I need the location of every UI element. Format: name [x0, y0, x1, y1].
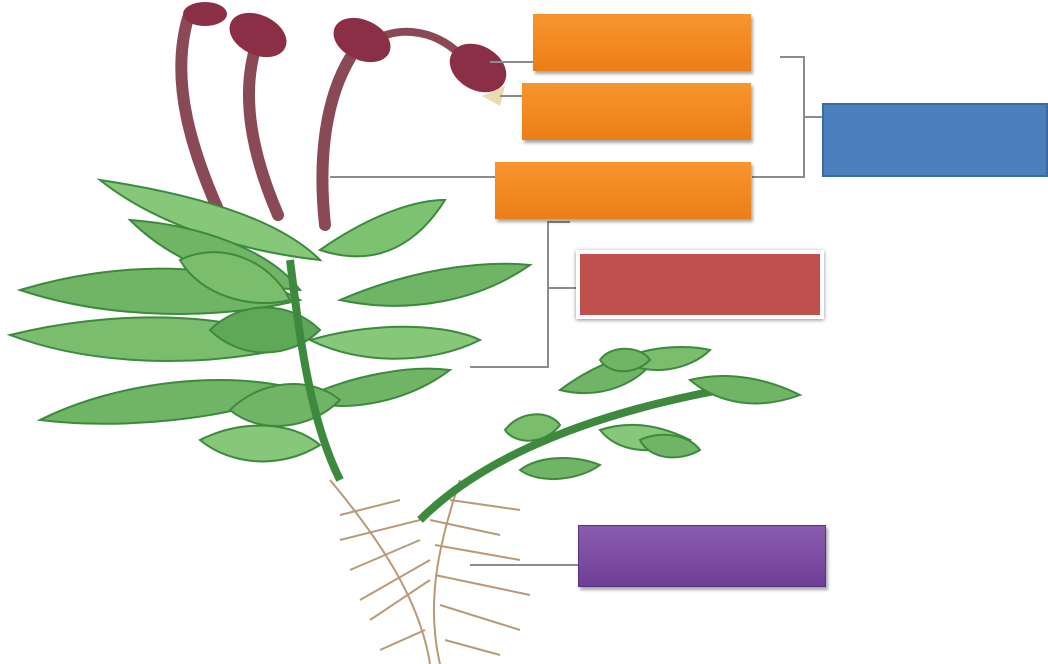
sporophyte-bracket — [752, 57, 822, 177]
leaf — [200, 426, 320, 462]
seta-1 — [181, 18, 225, 225]
side-branch — [420, 347, 800, 520]
gametophyte-leaves — [10, 180, 530, 461]
operculum-label-box[interactable] — [522, 83, 751, 140]
capsules — [183, 2, 515, 106]
capsule-2 — [326, 9, 397, 71]
capsule-4 — [183, 2, 227, 26]
setae — [181, 18, 465, 225]
gametophyte-bracket — [470, 222, 580, 367]
leaf — [340, 264, 530, 306]
leaf — [310, 327, 480, 359]
sporophyte-label-box[interactable] — [822, 103, 1048, 177]
seta-label-box[interactable] — [495, 162, 751, 219]
capsule-label-box[interactable] — [533, 14, 751, 71]
rhizoid-label-box[interactable] — [578, 525, 826, 587]
leaf — [320, 200, 445, 256]
seta-3 — [322, 58, 350, 225]
seta-2 — [249, 40, 278, 215]
gametophyte-label-box[interactable] — [576, 250, 824, 319]
